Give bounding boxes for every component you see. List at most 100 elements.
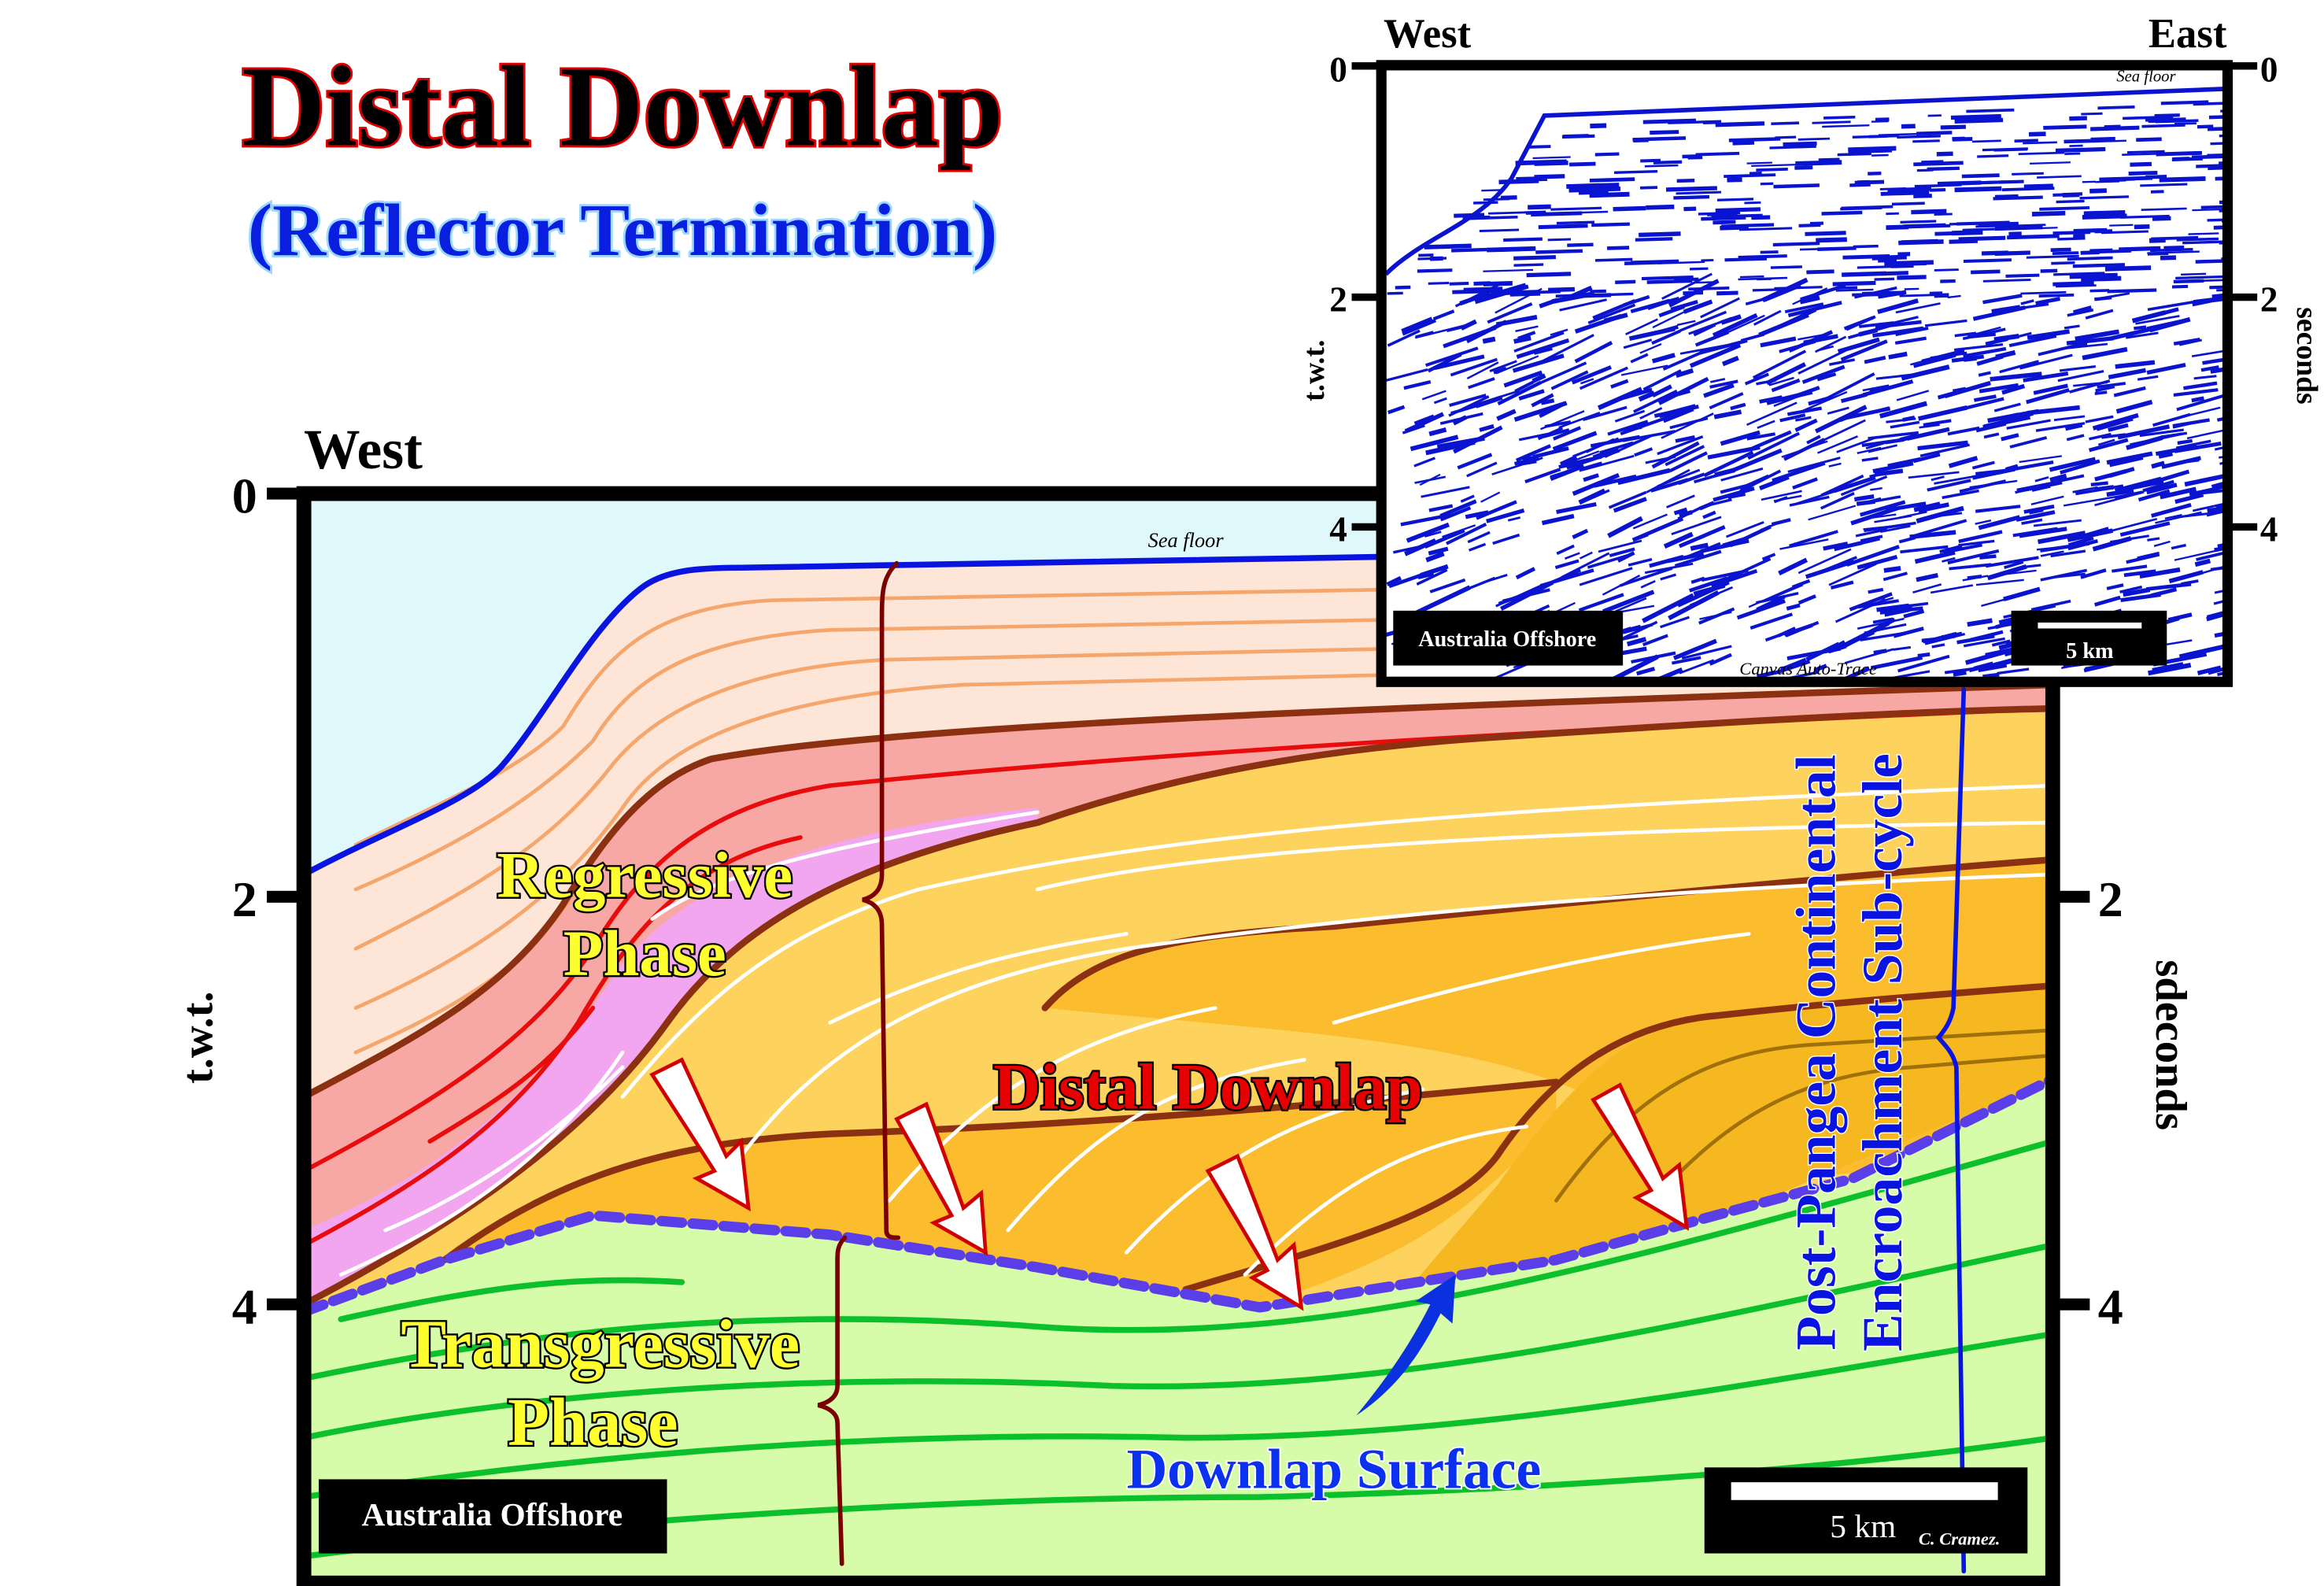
seismic-reflector-dash [1760, 336, 1797, 348]
seismic-reflector-dash [2174, 493, 2204, 505]
seismic-reflector-dash [2085, 415, 2114, 423]
seismic-reflector-dash [2115, 360, 2156, 369]
seismic-reflector-dash [1828, 563, 1877, 586]
seismic-reflector-dash [2209, 285, 2225, 290]
seismic-reflector-dash [2104, 265, 2152, 272]
seismic-reflector-dash [1688, 286, 1730, 291]
seismic-reflector-dash [1507, 516, 1521, 522]
seismic-reflector-dash [1639, 231, 1681, 238]
inset-y-tick-2: 2 [1329, 279, 1347, 319]
seismic-reflector-dash [1700, 538, 1749, 553]
seismic-reflector-dash [1657, 376, 1709, 405]
seismic-reflector-dash [1795, 160, 1842, 166]
seismic-reflector-dash [1553, 426, 1582, 441]
seismic-reflector-dash [1841, 205, 1894, 210]
seismic-reflector-dash [2064, 324, 2080, 330]
seismic-reflector-dash [1917, 440, 1968, 451]
seismic-reflector-dash [1940, 279, 1956, 283]
seismic-reflector-dash [1756, 168, 1788, 172]
seismic-reflector-dash [1641, 275, 1694, 281]
seismic-reflector-dash [1958, 235, 2006, 242]
seismic-reflector-dash [1963, 258, 2012, 263]
seismic-reflector-dash [1751, 215, 1771, 220]
seismic-reflector-dash [2072, 486, 2098, 494]
seismic-reflector-dash [1556, 502, 1597, 515]
seismic-reflector-dash [1664, 445, 1705, 467]
seismic-reflector-dash [1842, 271, 1886, 277]
regressive-phase-label-2: Phase [563, 917, 726, 989]
seismic-reflector-dash [1948, 456, 1979, 468]
seismic-reflector-dash [1516, 338, 1570, 359]
distal-downlap-label: Distal Downlap [993, 1051, 1422, 1123]
inset-y-axis-label: t.w.t. [1298, 340, 1331, 401]
seismic-reflector-dash [1676, 178, 1695, 183]
seismic-reflector-dash [1631, 516, 1684, 542]
seismic-reflector-dash [1660, 616, 1690, 629]
seismic-reflector-dash [2106, 451, 2153, 465]
seismic-reflector-dash [2020, 299, 2034, 305]
seismic-reflector-dash [1535, 249, 1583, 254]
seismic-reflector-dash [1862, 384, 1890, 392]
seismic-reflector-dash [2139, 428, 2185, 438]
seismic-reflector-dash [1834, 598, 1886, 623]
seismic-reflector-dash [1668, 279, 1720, 308]
seismic-reflector-dash [2083, 209, 2126, 216]
seismic-reflector-dash [1820, 492, 1855, 510]
seismic-reflector-dash [1650, 130, 1679, 135]
seismic-reflector-dash [2069, 116, 2087, 121]
seismic-reflector-dash [2001, 383, 2026, 395]
seismic-reflector-dash [2128, 171, 2158, 176]
inset-east-label: East [2148, 11, 2227, 57]
inset-scale-box [2011, 610, 2167, 666]
seismic-reflector-dash [2115, 399, 2153, 414]
seismic-reflector-dash [1533, 361, 1587, 387]
seismic-reflector-dash [1556, 220, 1595, 225]
inset-west-label: West [1384, 11, 1472, 57]
seismic-reflector-dash [2136, 137, 2162, 142]
seismic-reflector-dash [1539, 298, 1558, 309]
seismic-reflector-dash [2095, 180, 2120, 183]
seismic-reflector-dash [1689, 342, 1742, 368]
seismic-reflector-dash [1466, 461, 1498, 478]
seismic-reflector-dash [1715, 121, 1765, 128]
seismic-reflector-dash [1985, 337, 2008, 346]
seismic-reflector-dash [1690, 576, 1705, 584]
seismic-reflector-dash [1930, 584, 1974, 594]
transgressive-phase-label: Transgressive [401, 1306, 800, 1381]
seismic-reflector-dash [1665, 186, 1717, 192]
seismic-reflector-dash [1795, 416, 1812, 422]
seismic-reflector-dash [1914, 549, 1956, 564]
seismic-reflector-dash [1756, 594, 1786, 612]
seismic-reflector-dash [2014, 139, 2038, 143]
seismic-reflector-dash [2152, 662, 2184, 673]
seismic-reflector-dash [1513, 331, 1565, 353]
seismic-reflector-dash [1473, 281, 1491, 286]
seismic-reflector-dash [2008, 334, 2057, 348]
seismic-reflector-dash [1710, 378, 1726, 383]
seismic-reflector-dash [1778, 557, 1809, 576]
seismic-reflector-dash [2089, 438, 2129, 453]
seismic-reflector-dash [2108, 517, 2158, 533]
seismic-reflector-dash [2073, 381, 2108, 387]
seismic-reflector-dash [2109, 224, 2134, 227]
seismic-reflector-dash [1890, 264, 1914, 268]
seismic-reflector-dash [1640, 579, 1656, 589]
seismic-reflector-dash [1558, 411, 1601, 429]
seismic-reflector-dash [1791, 579, 1811, 589]
seismic-reflector-dash [1738, 254, 1787, 259]
seismic-reflector-dash [2134, 325, 2147, 331]
seismic-reflector-dash [1713, 220, 1736, 225]
seismic-reflector-dash [2089, 432, 2112, 441]
inset-right-tick-2: 2 [2260, 279, 2278, 319]
seismic-reflector-dash [1689, 267, 1709, 271]
seismic-reflector-dash [1949, 238, 1979, 244]
seismic-reflector-dash [1446, 522, 1487, 545]
seismic-reflector-dash [1515, 444, 1551, 463]
seismic-reflector-dash [2152, 412, 2191, 427]
seismic-reflector-dash [1816, 435, 1858, 454]
seismic-reflector-dash [1704, 498, 1732, 508]
seismic-reflector-dash [2174, 550, 2215, 561]
y-tick-4: 4 [232, 1279, 257, 1335]
